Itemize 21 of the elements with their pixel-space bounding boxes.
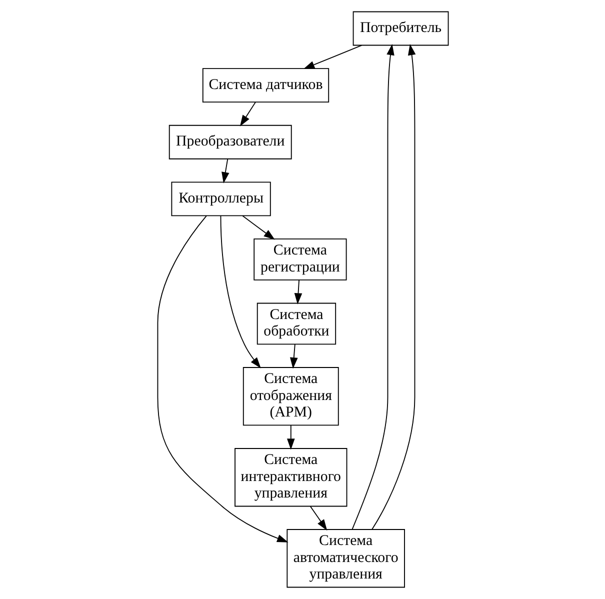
arrow (302, 44, 362, 70)
node-box: Преобразователи (168, 124, 292, 160)
node-box: Система отображения (АРМ) (242, 367, 338, 426)
arrow (351, 44, 394, 530)
node-box: Потребитель (352, 11, 448, 46)
arrow (221, 158, 229, 184)
node-box: Контроллеры (170, 182, 270, 216)
arrow (156, 216, 288, 542)
arrow (371, 44, 416, 530)
node-box: Система регистрации (253, 238, 346, 280)
node-box: Система интерактивного управления (234, 448, 347, 507)
arrow (239, 102, 256, 126)
arrow (286, 424, 294, 450)
node-box: Система обработки (256, 302, 336, 345)
arrow (220, 215, 260, 368)
node-box: Система автоматического управления (286, 529, 404, 588)
arrow (289, 344, 298, 369)
arrow (294, 280, 302, 304)
arrow (242, 215, 274, 240)
arrow (309, 506, 327, 531)
node-box: Система датчиков (202, 68, 329, 103)
